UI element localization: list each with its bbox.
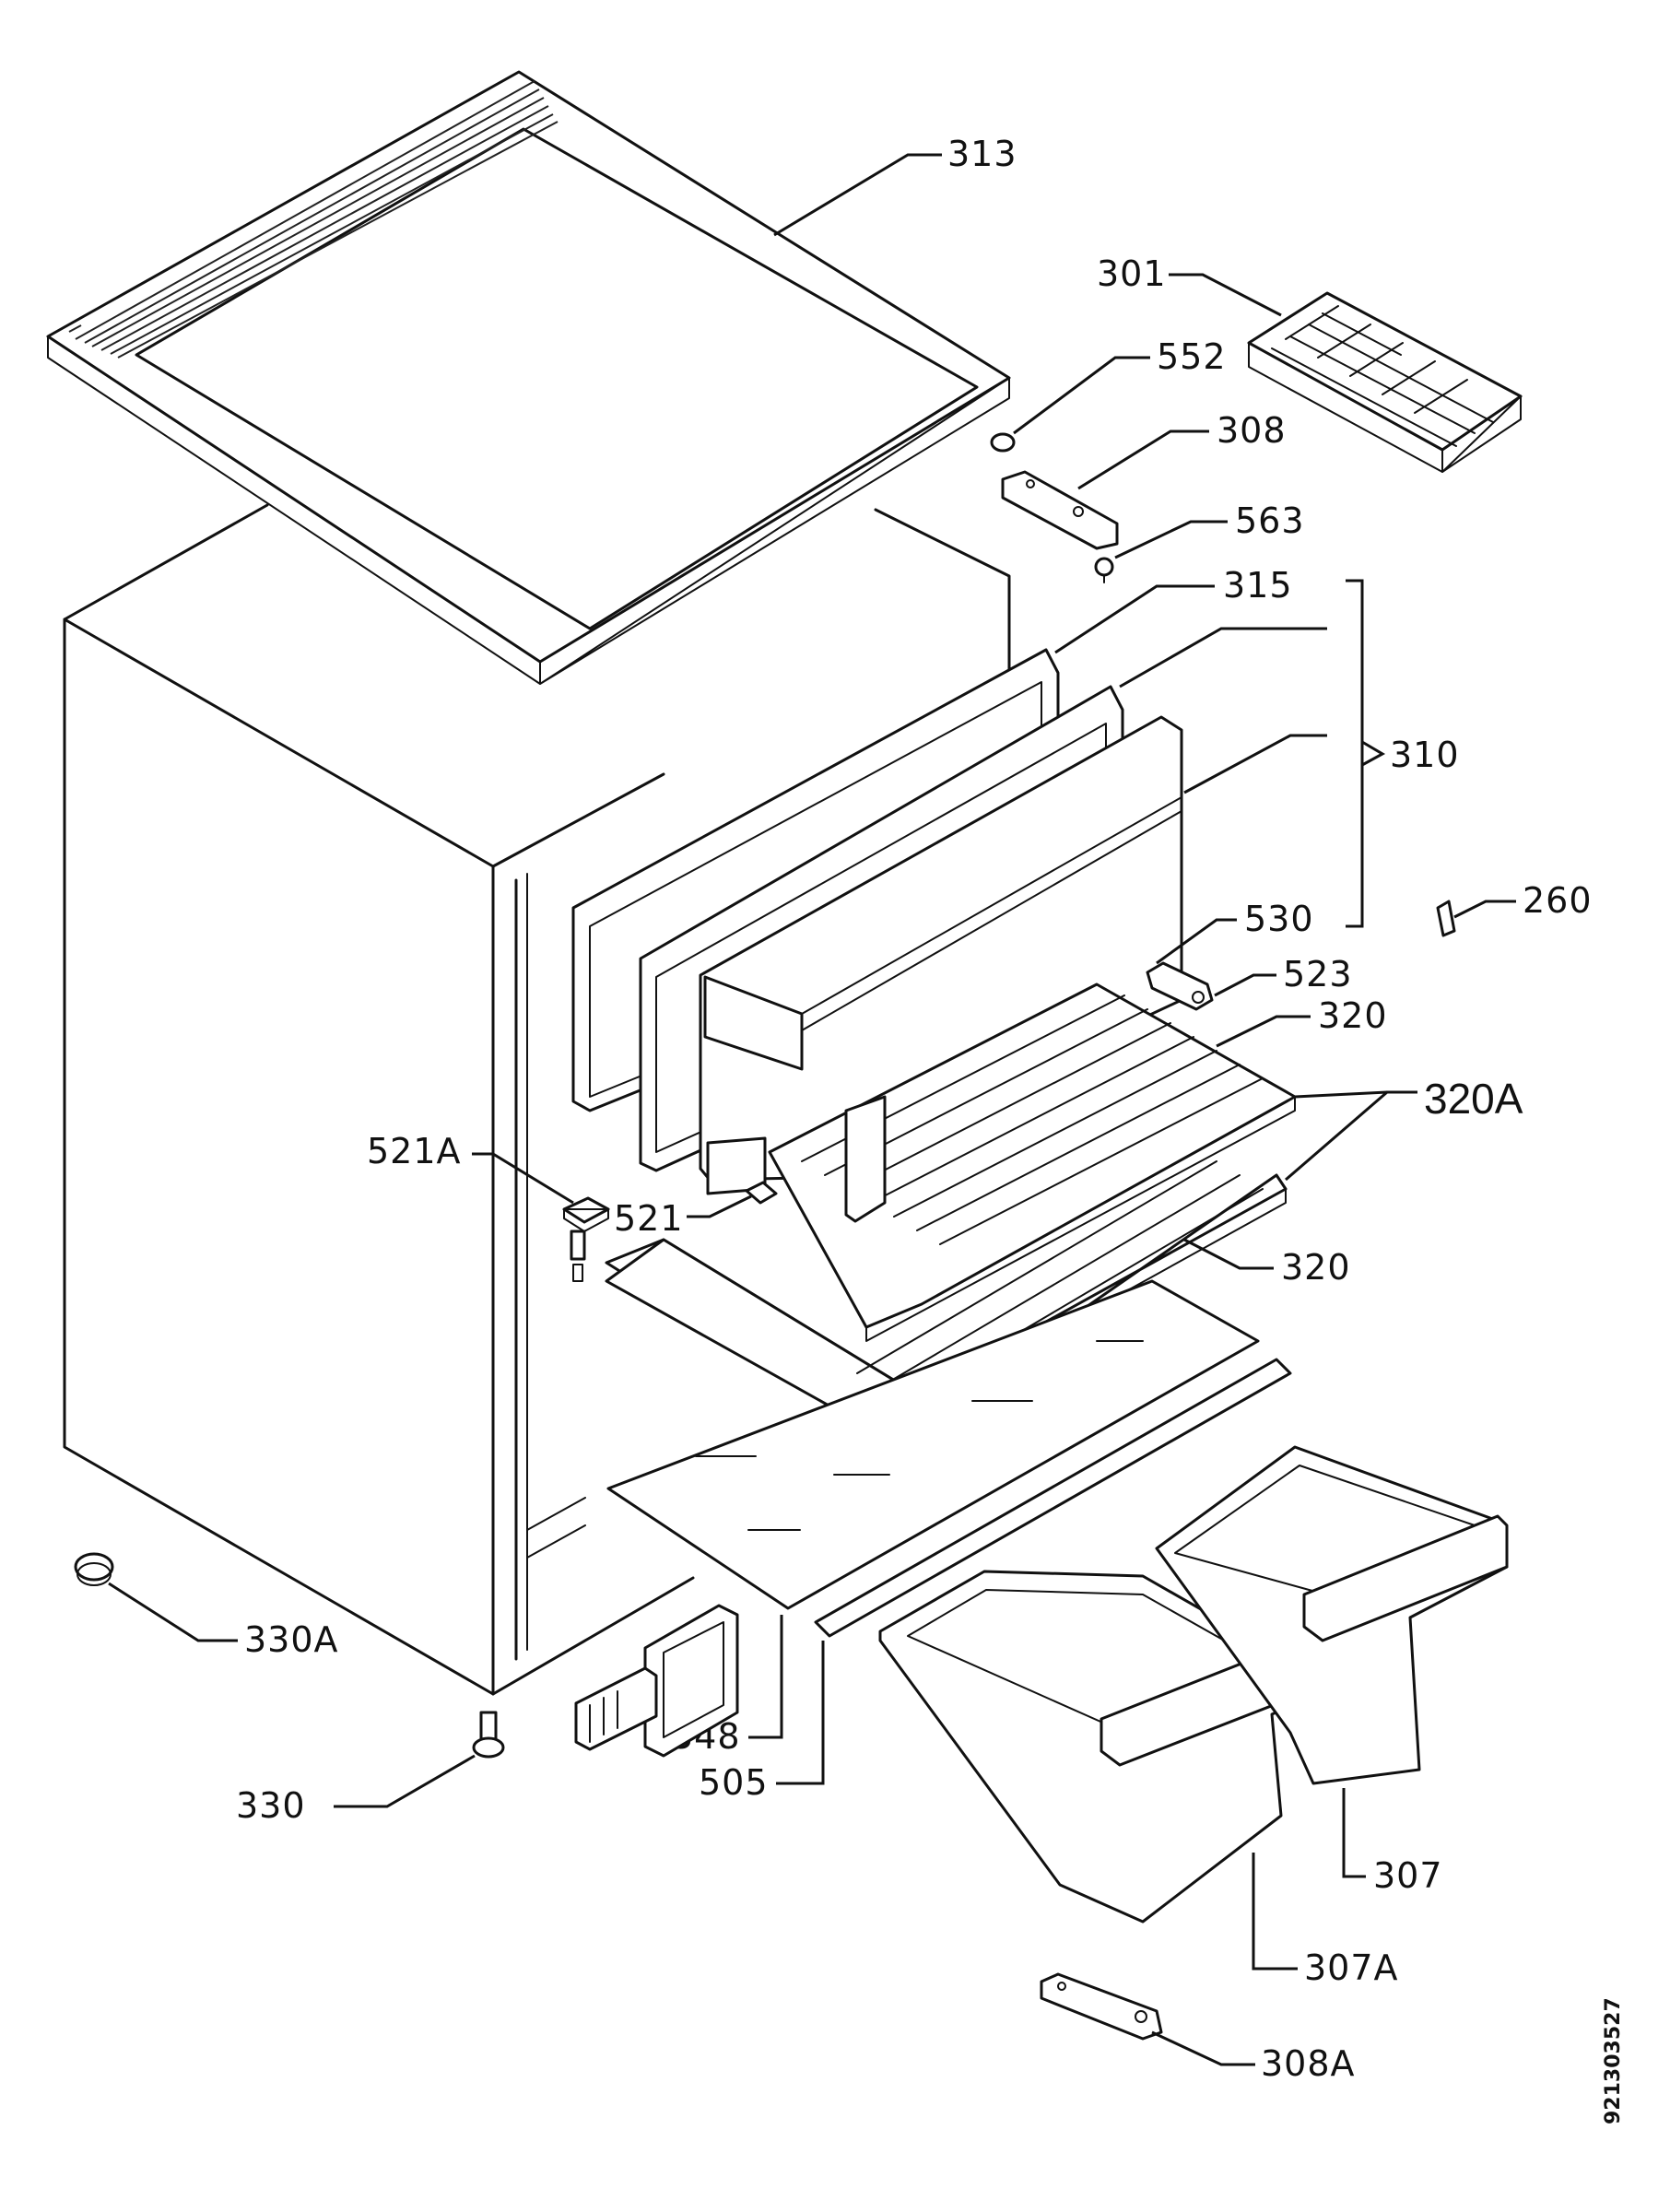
leader-301: [1169, 273, 1282, 317]
support-pin-part: [562, 1196, 610, 1282]
label-505: 505: [699, 1762, 769, 1803]
leader-310-b: [1183, 734, 1327, 794]
leader-307: [1342, 1788, 1366, 1878]
leader-308A: [1151, 2030, 1255, 2066]
screw-part: [1094, 557, 1114, 583]
label-330: 330: [236, 1785, 306, 1826]
clip-part: [1436, 900, 1456, 937]
top-cover-part: [46, 70, 1011, 685]
leader-330A: [108, 1582, 238, 1642]
leader-552: [1013, 356, 1150, 435]
label-523: 523: [1283, 954, 1353, 994]
label-307A: 307A: [1304, 1947, 1399, 1988]
label-310: 310: [1390, 735, 1460, 775]
label-308: 308: [1217, 410, 1287, 451]
label-330A: 330A: [244, 1619, 339, 1660]
upper-shelf-part: [768, 982, 1297, 1342]
glass-shelf-part: [606, 1279, 1260, 1610]
ice-tray-part: [1247, 291, 1523, 473]
label-313: 313: [947, 134, 1017, 174]
door-handle-part: [574, 1604, 739, 1758]
leader-563: [1114, 520, 1228, 559]
door-catch-part: [1146, 961, 1214, 1011]
leader-348: [748, 1615, 783, 1739]
leader-313: [773, 153, 942, 237]
label-320-bottom: 320: [1281, 1247, 1351, 1288]
label-320-top: 320: [1318, 995, 1388, 1036]
label-521A: 521A: [367, 1131, 462, 1171]
lower-hinge-part: [1040, 1972, 1163, 2041]
leader-320-top: [1216, 1015, 1311, 1048]
label-315: 315: [1223, 565, 1293, 606]
freezer-door-panels-part: [571, 648, 1183, 1195]
leader-310-a: [1119, 627, 1327, 688]
leader-523: [1214, 973, 1276, 997]
leader-530: [1156, 918, 1237, 965]
leader-521: [687, 1194, 752, 1218]
foot-cap-part: [74, 1552, 114, 1586]
trim-strip-part: [814, 1358, 1292, 1638]
crisper-drawer-small-part: [1155, 1445, 1509, 1785]
leader-320A-b: [1285, 1090, 1417, 1182]
hinge-part: [1001, 470, 1119, 550]
label-260: 260: [1523, 880, 1593, 921]
top-cover-vent-grille: [68, 80, 559, 359]
foot-screw-part: [472, 1711, 505, 1759]
leader-307A: [1252, 1853, 1298, 1971]
leader-330: [334, 1754, 476, 1808]
leader-308: [1077, 429, 1209, 490]
label-521: 521: [614, 1198, 684, 1239]
leader-260: [1453, 900, 1516, 919]
label-308A: 308A: [1261, 2043, 1356, 2084]
leader-521A: [472, 1152, 574, 1205]
leader-320-bottom: [1183, 1238, 1274, 1270]
leader-505: [776, 1641, 825, 1785]
label-307: 307: [1373, 1855, 1443, 1896]
label-301: 301: [1097, 253, 1167, 294]
support-clip-part: [745, 1181, 778, 1205]
bracket-310: [1346, 579, 1364, 928]
nut-part: [990, 432, 1016, 453]
label-552: 552: [1157, 336, 1227, 377]
label-530: 530: [1244, 899, 1314, 939]
leader-315: [1054, 584, 1215, 654]
bracket-310-tip: [1361, 740, 1386, 767]
document-id: 921303527: [1602, 1997, 1625, 2124]
label-320A: 320A: [1424, 1075, 1523, 1123]
label-563: 563: [1235, 500, 1305, 541]
